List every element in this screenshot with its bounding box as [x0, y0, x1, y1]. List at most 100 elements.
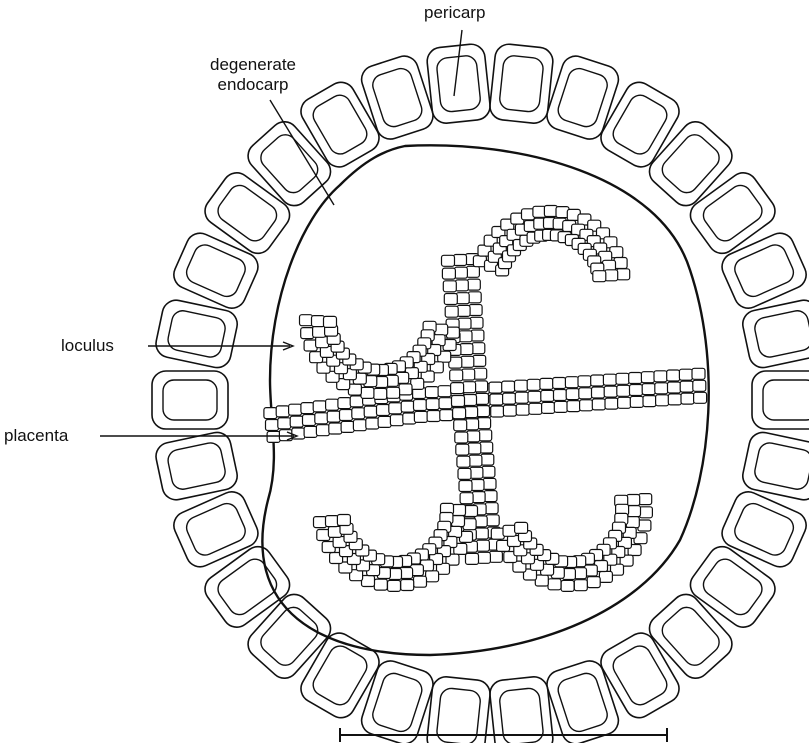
placenta-cell: [374, 388, 387, 399]
placenta-cell: [460, 344, 473, 355]
placenta-cell: [482, 466, 495, 477]
placenta-cell: [693, 380, 706, 391]
placenta-cell: [457, 456, 470, 467]
placenta-cell: [446, 327, 459, 338]
placenta-cell: [467, 279, 480, 290]
placenta-cell: [667, 370, 680, 381]
placenta-cell: [554, 401, 567, 412]
placenta-cell: [604, 386, 617, 397]
placenta-cell: [668, 394, 681, 405]
pericarp-cell: [153, 298, 239, 371]
placenta-cell: [692, 368, 705, 379]
placenta-cell: [628, 506, 641, 517]
placenta-cell: [527, 379, 540, 390]
placenta-cell: [565, 377, 578, 388]
placenta-cell: [476, 393, 489, 404]
placenta-cell: [489, 551, 502, 562]
placenta-cell: [592, 387, 605, 398]
placenta-cell: [352, 408, 365, 419]
placenta-cell: [472, 492, 485, 503]
placenta-cell: [457, 305, 470, 316]
placenta-cell: [474, 368, 487, 379]
placenta-cell: [315, 413, 328, 424]
placenta-cell: [548, 579, 561, 590]
pericarp-cell: [242, 589, 336, 684]
pericarp-cell: [644, 116, 738, 211]
placenta-cell: [479, 430, 492, 441]
placenta-cell: [605, 270, 618, 281]
placenta-cell: [361, 387, 374, 398]
placenta-cell: [694, 392, 707, 403]
placenta-cell: [300, 315, 313, 326]
placenta-cell: [468, 292, 481, 303]
placenta-cell: [453, 408, 466, 419]
placenta-cell: [340, 410, 353, 421]
placenta-cell: [426, 399, 439, 410]
placenta-cell: [475, 381, 488, 392]
placenta-cell: [627, 495, 640, 506]
placenta-cell: [267, 431, 280, 442]
placenta-cell: [427, 411, 440, 422]
pericarp-cell: [152, 371, 228, 429]
placenta-cell: [599, 571, 612, 582]
placenta-cell: [587, 577, 600, 588]
placenta-cell: [442, 255, 455, 266]
placenta-cell: [592, 399, 605, 410]
placenta-cell: [444, 294, 457, 305]
placenta-cell: [388, 580, 401, 591]
placenta-cell: [468, 443, 481, 454]
pericarp-cell: [718, 487, 809, 571]
placenta-cell: [414, 576, 427, 587]
placenta-cell: [327, 411, 340, 422]
placenta-cell: [467, 431, 480, 442]
placenta-cell: [469, 455, 482, 466]
placenta-cell: [639, 507, 652, 518]
pericarp-cell: [596, 77, 684, 172]
placenta-cell: [326, 516, 339, 527]
placenta-cell: [654, 371, 667, 382]
placenta-cell: [642, 384, 655, 395]
placenta-cell: [451, 383, 464, 394]
placenta-cell: [553, 378, 566, 389]
placenta-cell: [473, 355, 486, 366]
placenta-cell: [266, 420, 279, 431]
placenta-cell: [454, 267, 467, 278]
placenta-cell: [480, 442, 493, 453]
placenta-cell: [264, 408, 277, 419]
placenta-cell: [378, 416, 391, 427]
pericarp-cell: [644, 589, 738, 684]
pericarp-cell: [685, 167, 781, 259]
placenta-cell: [616, 373, 629, 384]
placenta-cell: [540, 378, 553, 389]
placenta-cell: [465, 407, 478, 418]
placenta-cell: [515, 392, 528, 403]
placenta-cell: [469, 305, 482, 316]
placenta-cell: [364, 406, 377, 417]
placenta-cell: [461, 356, 474, 367]
placenta-cell: [453, 505, 466, 516]
pericarp-label: pericarp: [424, 3, 485, 23]
pericarp-cell: [752, 371, 809, 429]
placenta-cell: [414, 411, 427, 422]
pericarp-cell: [200, 541, 296, 633]
placenta-cell: [679, 369, 692, 380]
degenerate-endocarp-line2: endocarp: [193, 75, 313, 95]
placenta-cell: [574, 580, 587, 591]
placenta-cell: [681, 393, 694, 404]
placenta-cell: [452, 396, 465, 407]
placenta-cell: [484, 491, 497, 502]
placenta-cell: [629, 373, 642, 384]
placenta-cell: [426, 571, 439, 582]
pericarp-cell: [489, 43, 555, 125]
placenta-cell: [289, 404, 302, 415]
placenta-cell: [491, 406, 504, 417]
placenta-cell: [580, 400, 593, 411]
placenta-cell: [458, 318, 471, 329]
placenta-cell: [411, 378, 424, 389]
placenta-cell: [366, 418, 379, 429]
placenta-cell: [278, 418, 291, 429]
placenta-cell: [341, 421, 354, 432]
placenta-cell: [541, 390, 554, 401]
pericarp-cell: [685, 541, 781, 633]
placenta-cell: [464, 395, 477, 406]
